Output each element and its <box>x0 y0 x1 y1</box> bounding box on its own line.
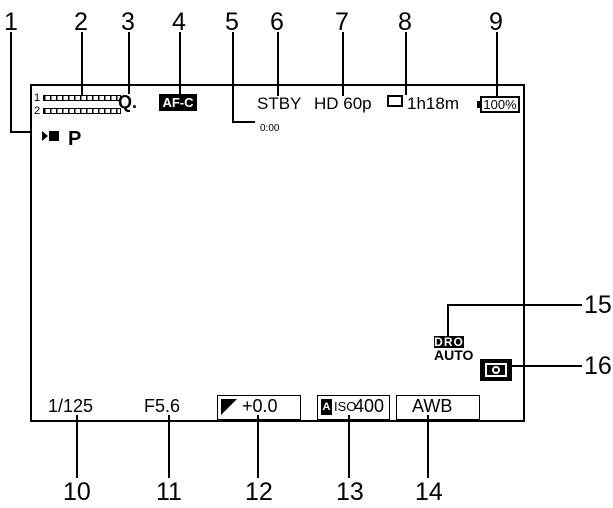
face-priority-icon: Q. <box>118 92 138 112</box>
callout-16: 16 <box>584 352 612 380</box>
shutter-speed: 1/125 <box>48 396 94 416</box>
recording-format: HD 60p <box>314 94 372 113</box>
callout-1: 1 <box>4 8 18 36</box>
callout-14: 14 <box>415 478 443 506</box>
callout-4: 4 <box>172 8 186 36</box>
leader-15 <box>447 304 582 338</box>
dro-label: DRO <box>434 335 464 349</box>
battery-indicator: 100% <box>477 96 520 113</box>
callout-7: 7 <box>335 8 349 36</box>
iso-label: ISO <box>334 399 357 414</box>
auto-iso-icon: A <box>321 399 332 415</box>
callout-10: 10 <box>63 478 91 506</box>
callout-6: 6 <box>270 8 284 36</box>
shooting-mode: P <box>68 128 82 150</box>
iso-value: 400 <box>354 396 385 416</box>
aperture-value: F5.6 <box>144 396 181 416</box>
exposure-comp-box <box>217 395 301 420</box>
af-mode-badge: AF-C <box>159 94 197 111</box>
callout-13: 13 <box>336 478 364 506</box>
timecode: 0:00 <box>260 123 280 134</box>
white-balance: AWB <box>412 396 453 416</box>
movie-mode-icon <box>42 131 59 141</box>
callout-12: 12 <box>245 478 273 506</box>
callout-2: 2 <box>74 8 88 36</box>
callout-11: 11 <box>156 478 182 506</box>
exposure-compensation: +0.0 <box>242 396 278 416</box>
callout-9: 9 <box>489 8 503 36</box>
recording-status: STBY <box>257 94 302 113</box>
audio-level-bar-icon <box>43 95 121 101</box>
white-balance-box <box>396 395 480 420</box>
audio-level-1: 1 <box>34 92 121 104</box>
audio-level-bar-icon <box>43 108 121 114</box>
audio-channel-2-label: 2 <box>34 105 41 117</box>
callout-5: 5 <box>225 8 239 36</box>
audio-level-2: 2 <box>34 105 121 117</box>
callout-3: 3 <box>121 8 135 36</box>
dro-auto-label: AUTO <box>434 347 474 363</box>
callout-8: 8 <box>398 8 412 36</box>
exposure-comp-icon <box>221 399 237 415</box>
leader-5 <box>232 32 255 123</box>
remaining-recording-time: 1h18m <box>407 94 459 113</box>
memory-card-icon <box>387 95 403 107</box>
iso-box <box>317 395 390 420</box>
camera-screen: 1 2 Q. AF-C STBY HD 60p 1h18m 100% 0:00 … <box>30 84 525 422</box>
audio-channel-1-label: 1 <box>34 92 41 104</box>
dro-indicator: DRO AUTO <box>434 335 474 363</box>
leader-1 <box>10 32 30 133</box>
metering-mode-icon <box>480 359 512 381</box>
callout-15: 15 <box>584 291 612 319</box>
